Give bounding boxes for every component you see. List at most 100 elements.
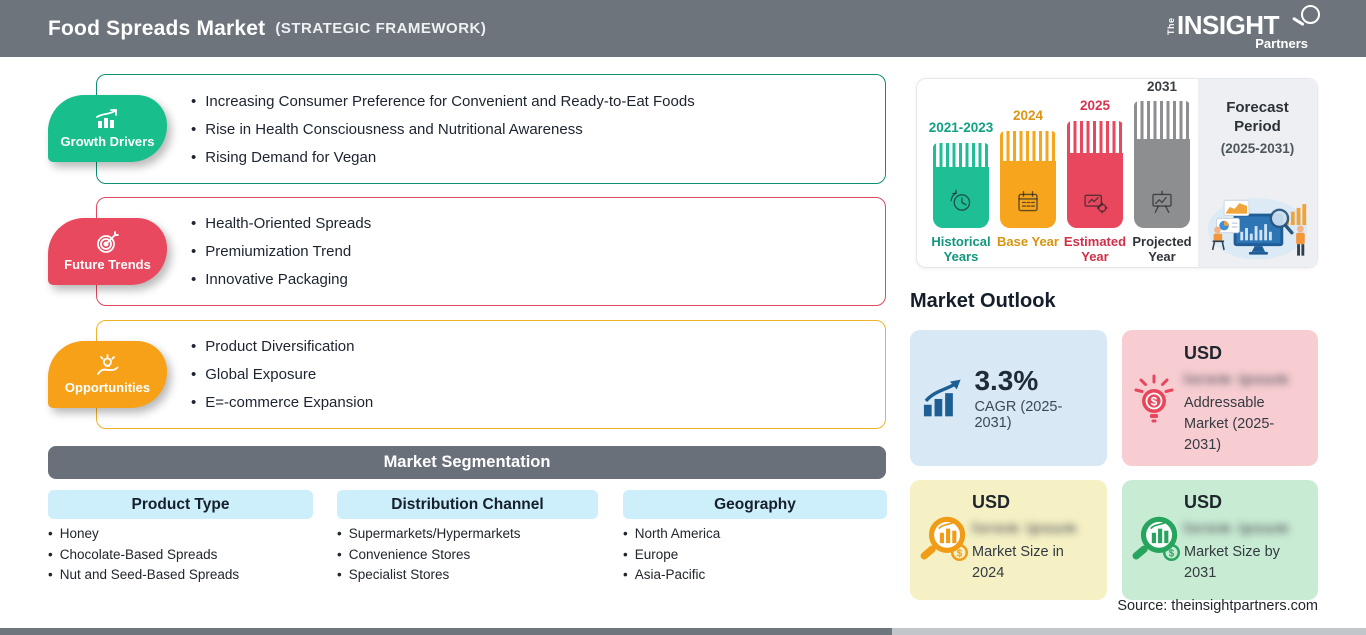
bar-stripes (1067, 121, 1123, 153)
bar-year-label: 2025 (1079, 98, 1111, 113)
card-text: USD lorem ipsum Addressable Market (2025… (1184, 343, 1310, 456)
bar-caption: Estimated Year (1063, 234, 1127, 264)
dart-target-icon (97, 231, 119, 253)
magnifier-chart-icon: $ (920, 516, 968, 561)
cagr-card: 3.3% CAGR (2025-2031) (910, 330, 1107, 466)
redacted-value: lorem ipsum (972, 520, 1078, 537)
card-label: Market Size by 2031 (1184, 544, 1280, 581)
list-item: North America (623, 524, 721, 545)
future-trends-list: Health-Oriented Spreads Premiumization T… (191, 198, 371, 305)
forecast-period-range: (2025-2031) (1220, 141, 1295, 156)
list-item: Europe (623, 545, 720, 566)
projected-year-bar (1134, 101, 1190, 228)
card-label: Addressable Market (2025-2031) (1184, 395, 1275, 453)
column-header-product-type: Product Type (48, 490, 313, 519)
list-item: Honey (48, 524, 239, 545)
card-text: USD lorem ipsum Market Size in 2024 (972, 492, 1099, 584)
bar-stripes (1000, 131, 1056, 161)
distribution-channel-list: Supermarkets/Hypermarkets Convenience St… (337, 524, 521, 586)
opportunities-badge: Opportunities (48, 341, 167, 408)
list-item: E=-commerce Expansion (191, 395, 373, 410)
list-item: Supermarkets/Hypermarkets (337, 524, 521, 545)
analytics-gear-icon (1084, 194, 1108, 214)
bar-caption: Base Year (997, 234, 1059, 249)
geography-list: North America Europe Asia-Pacific (623, 524, 721, 586)
bar-stripes (933, 143, 989, 167)
badge-label: Future Trends (64, 257, 151, 272)
card-label: Market Size in 2024 (972, 544, 1064, 581)
cagr-value: 3.3% (974, 364, 1039, 396)
column-header-geography: Geography (623, 490, 887, 519)
card-text: USD lorem ipsum Market Size by 2031 (1184, 492, 1310, 584)
magnifier-icon (1301, 4, 1320, 24)
forecast-period-zone: Forecast Period (2025-2031) (1198, 79, 1317, 267)
growth-bars-arrow-icon (923, 379, 961, 417)
currency-label: USD (1184, 492, 1223, 512)
svg-text:$: $ (1169, 549, 1175, 560)
future-trends-badge: Future Trends (48, 218, 167, 285)
list-item: Chocolate-Based Spreads (48, 545, 239, 566)
opportunities-box: Product Diversification Global Exposure … (96, 320, 886, 429)
growth-drivers-box: Increasing Consumer Preference for Conve… (96, 74, 886, 184)
list-item: Rising Demand for Vegan (191, 150, 695, 165)
market-size-2024-card: $ USD lorem ipsum Market Size in 2024 (910, 480, 1107, 600)
bar-year-label: 2031 (1146, 79, 1178, 94)
cagr-text: 3.3% CAGR (2025-2031) (974, 364, 1095, 431)
svg-text:$: $ (1151, 395, 1158, 409)
base-year-bar (1000, 131, 1056, 228)
bar-year-label: 2021-2023 (928, 120, 994, 135)
analysts-dashboard-illustration (1207, 198, 1308, 260)
bulb-in-hand-icon (97, 354, 119, 375)
list-item: Health-Oriented Spreads (191, 216, 371, 231)
segmentation-title-bar: Market Segmentation (48, 446, 886, 479)
column-header-distribution-channel: Distribution Channel (337, 490, 598, 519)
market-size-2031-card: $ USD lorem ipsum Market Size by 2031 (1122, 480, 1318, 600)
growth-drivers-list: Increasing Consumer Preference for Conve… (191, 75, 695, 183)
research-timeline-panel: Forecast Period (2025-2031) (916, 78, 1318, 268)
presentation-chart-icon (1152, 190, 1172, 214)
list-item: Global Exposure (191, 367, 373, 382)
badge-label: Opportunities (64, 380, 151, 395)
opportunities-list: Product Diversification Global Exposure … (191, 321, 373, 428)
list-item: Specialist Stores (337, 565, 521, 586)
addressable-market-card: $ USD lorem ipsum Addressable Market (20… (1122, 330, 1318, 466)
list-item: Convenience Stores (337, 545, 521, 566)
bar-stripes (1134, 101, 1190, 139)
page-subtitle: (STRATEGIC FRAMEWORK) (275, 20, 487, 37)
rising-bar-chart-icon (96, 109, 117, 128)
currency-label: USD (1184, 343, 1223, 363)
redacted-value: lorem ipsum (1184, 520, 1290, 537)
source-attribution: Source: theinsightpartners.com (1117, 598, 1318, 614)
bottom-bar-light (892, 628, 1366, 635)
page-title: Food Spreads Market (48, 16, 266, 40)
list-item: Rise in Health Consciousness and Nutriti… (191, 122, 695, 137)
clock-history-icon (950, 189, 971, 211)
list-item: Product Diversification (191, 339, 373, 354)
magnifier-chart-icon: $ (1132, 516, 1180, 561)
redacted-value: lorem ipsum (1184, 371, 1290, 388)
list-item: Innovative Packaging (191, 272, 371, 287)
list-item: Increasing Consumer Preference for Conve… (191, 94, 694, 109)
historical-years-bar (933, 143, 989, 228)
logo-suffix: Partners (1255, 35, 1308, 51)
brand-logo: The INSIGHT Partners (1164, 4, 1322, 51)
future-trends-box: Health-Oriented Spreads Premiumization T… (96, 197, 886, 306)
currency-label: USD (972, 492, 1011, 512)
list-item: Nut and Seed-Based Spreads (48, 565, 239, 586)
bulb-dollar-icon: $ (1134, 374, 1174, 423)
estimated-year-bar (1067, 121, 1123, 228)
bar-caption: Projected Year (1132, 234, 1192, 264)
bottom-bar-dark (0, 628, 892, 635)
list-item: Asia-Pacific (623, 565, 720, 586)
product-type-list: Honey Chocolate-Based Spreads Nut and Se… (48, 524, 239, 586)
market-outlook-title: Market Outlook (910, 290, 1056, 312)
header-bar: Food Spreads Market (STRATEGIC FRAMEWORK… (0, 0, 1366, 57)
badge-label: Growth Drivers (60, 134, 155, 149)
bar-year-label: 2024 (1012, 108, 1044, 123)
list-item: Premiumization Trend (191, 244, 371, 259)
growth-drivers-badge: Growth Drivers (48, 95, 167, 162)
logo-prefix: The (1166, 16, 1176, 35)
cagr-label: CAGR (2025-2031) (974, 398, 1063, 431)
forecast-period-title: Forecast Period (1226, 99, 1289, 135)
